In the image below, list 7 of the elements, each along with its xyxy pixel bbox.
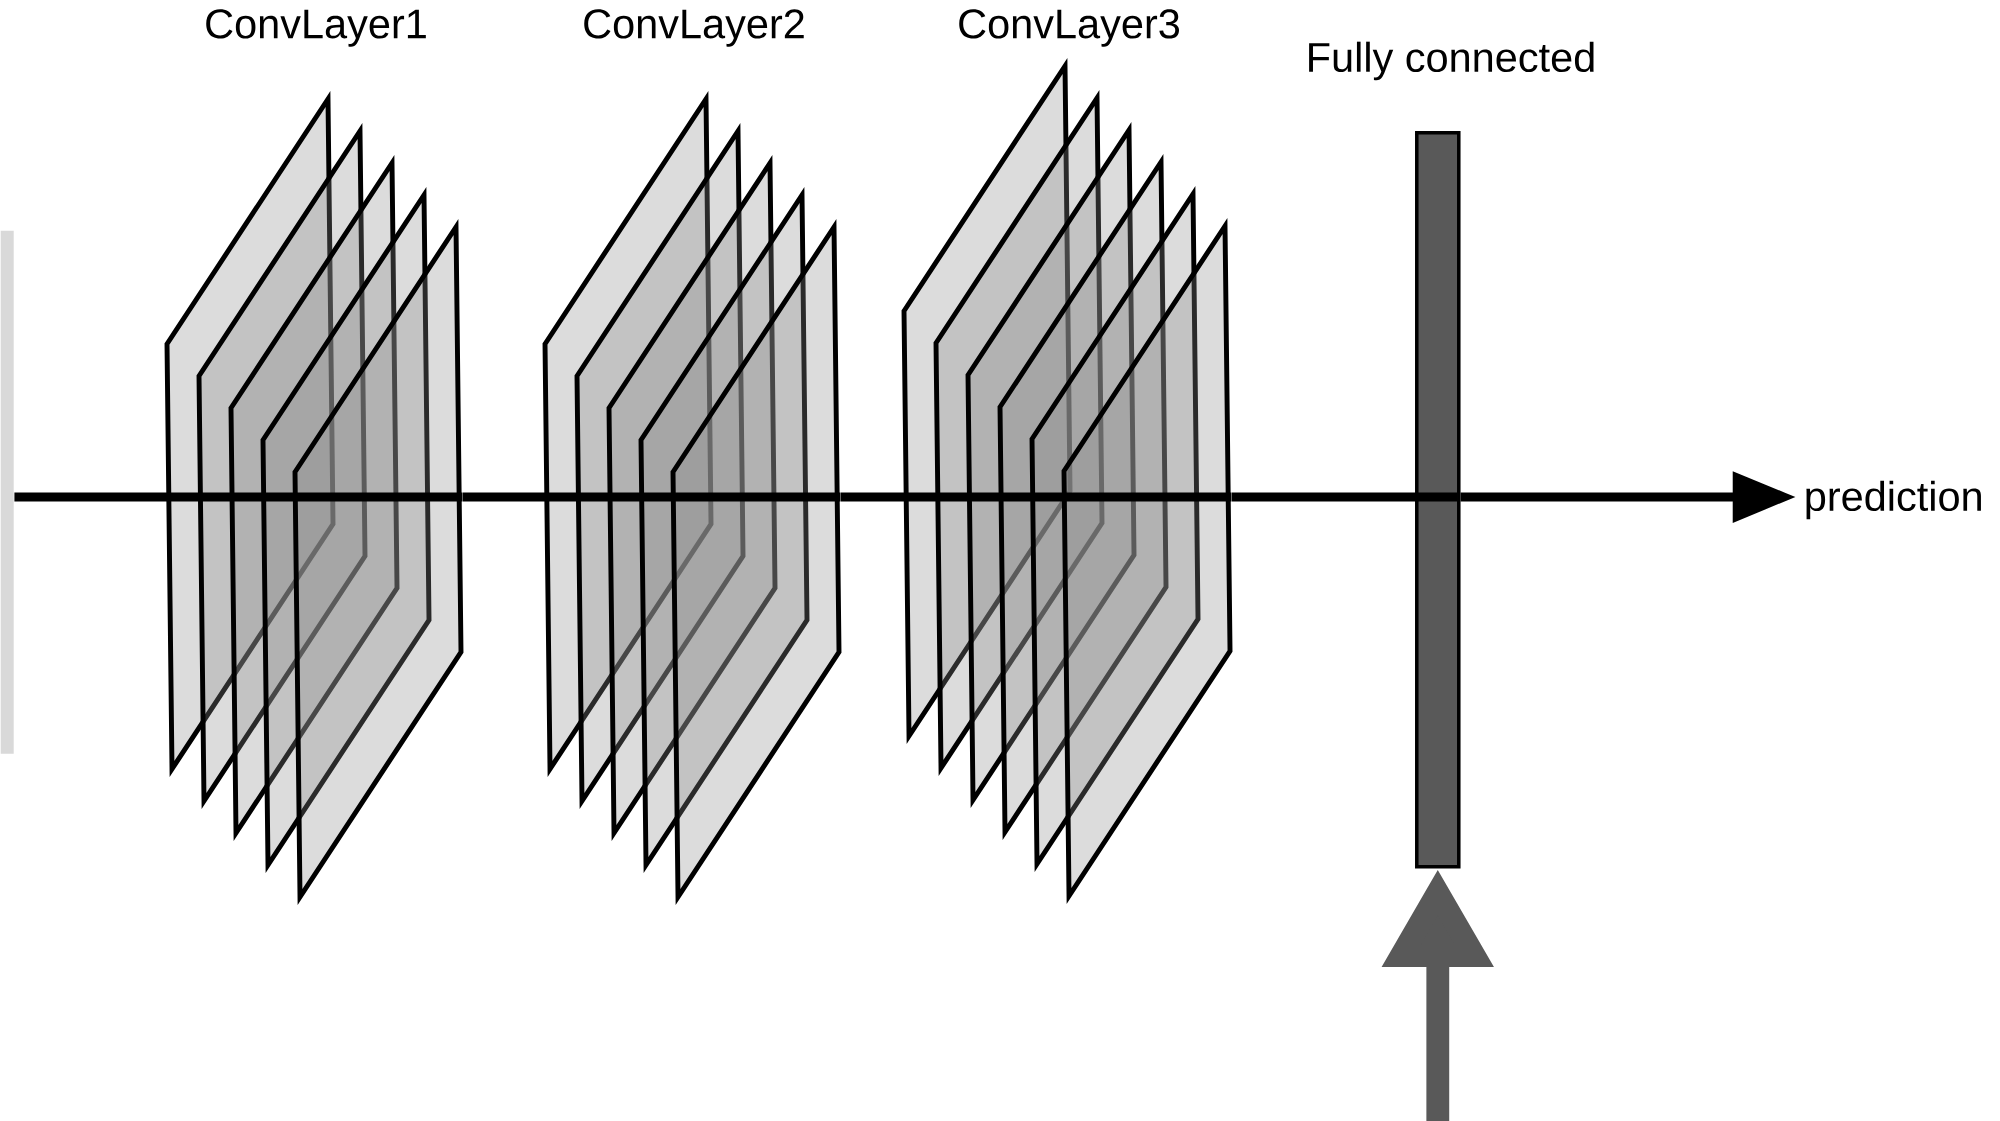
node-label: ConvLayer3 (959, 9, 1180, 47)
node-label: ConvLayer2 (584, 9, 804, 47)
layer-bar (1415, 131, 1461, 869)
output-label: prediction (1806, 480, 1981, 520)
layer-label: Fully connected (1309, 41, 1594, 81)
image-strip (0, 230, 14, 754)
node-label: ConvLayer1 (206, 9, 426, 47)
